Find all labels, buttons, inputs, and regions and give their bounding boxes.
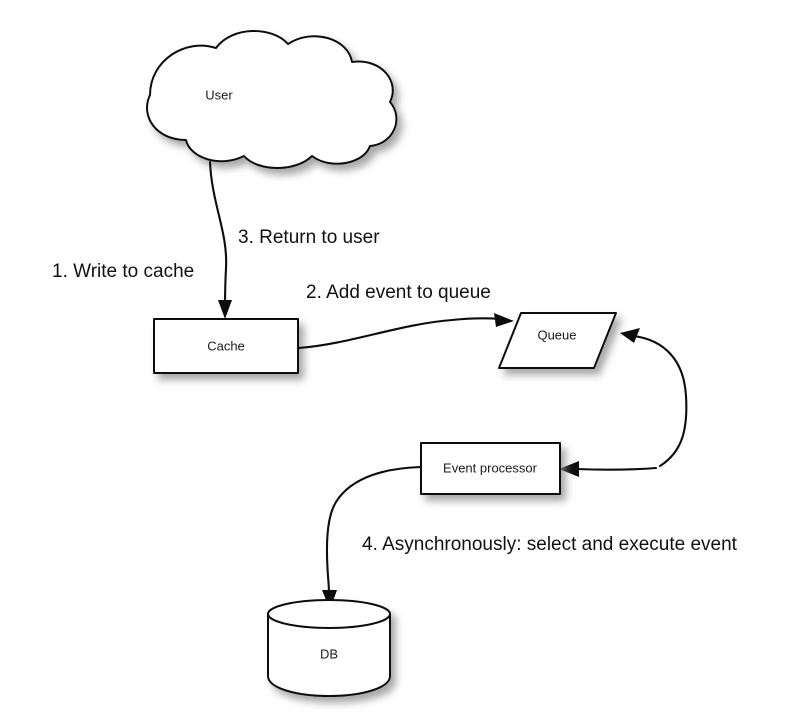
edge-label-step-1: 1. Write to cache xyxy=(52,261,194,282)
edge-label-step-4: 4. Asynchronously: select and execute ev… xyxy=(362,534,738,555)
arrowhead-to-queue-return xyxy=(620,328,640,343)
edge-label-step-2: 2. Add event to queue xyxy=(306,282,491,303)
arrowhead-to-queue xyxy=(494,313,514,327)
node-cache[interactable]: Cache xyxy=(153,318,299,374)
node-label-db: DB xyxy=(320,646,338,661)
arrowhead-to-event-processor xyxy=(559,461,579,477)
edge-cache-to-queue xyxy=(297,313,514,350)
edge-label-step-3: 3. Return to user xyxy=(238,227,380,248)
node-db[interactable]: DB xyxy=(267,599,391,697)
node-label-event-processor: Event processor xyxy=(443,460,538,475)
edge-event-processor-to-queue xyxy=(620,328,688,468)
arrowhead-to-cache xyxy=(218,300,232,319)
node-user[interactable]: User xyxy=(146,30,398,169)
node-event-processor[interactable]: Event processor xyxy=(420,442,561,495)
node-queue[interactable]: Queue xyxy=(498,312,617,369)
node-label-user: User xyxy=(205,87,233,102)
edge-queue-to-event-processor xyxy=(559,461,658,477)
node-label-queue: Queue xyxy=(537,327,576,342)
edge-user-to-cache xyxy=(208,160,232,319)
node-label-cache: Cache xyxy=(207,338,245,353)
